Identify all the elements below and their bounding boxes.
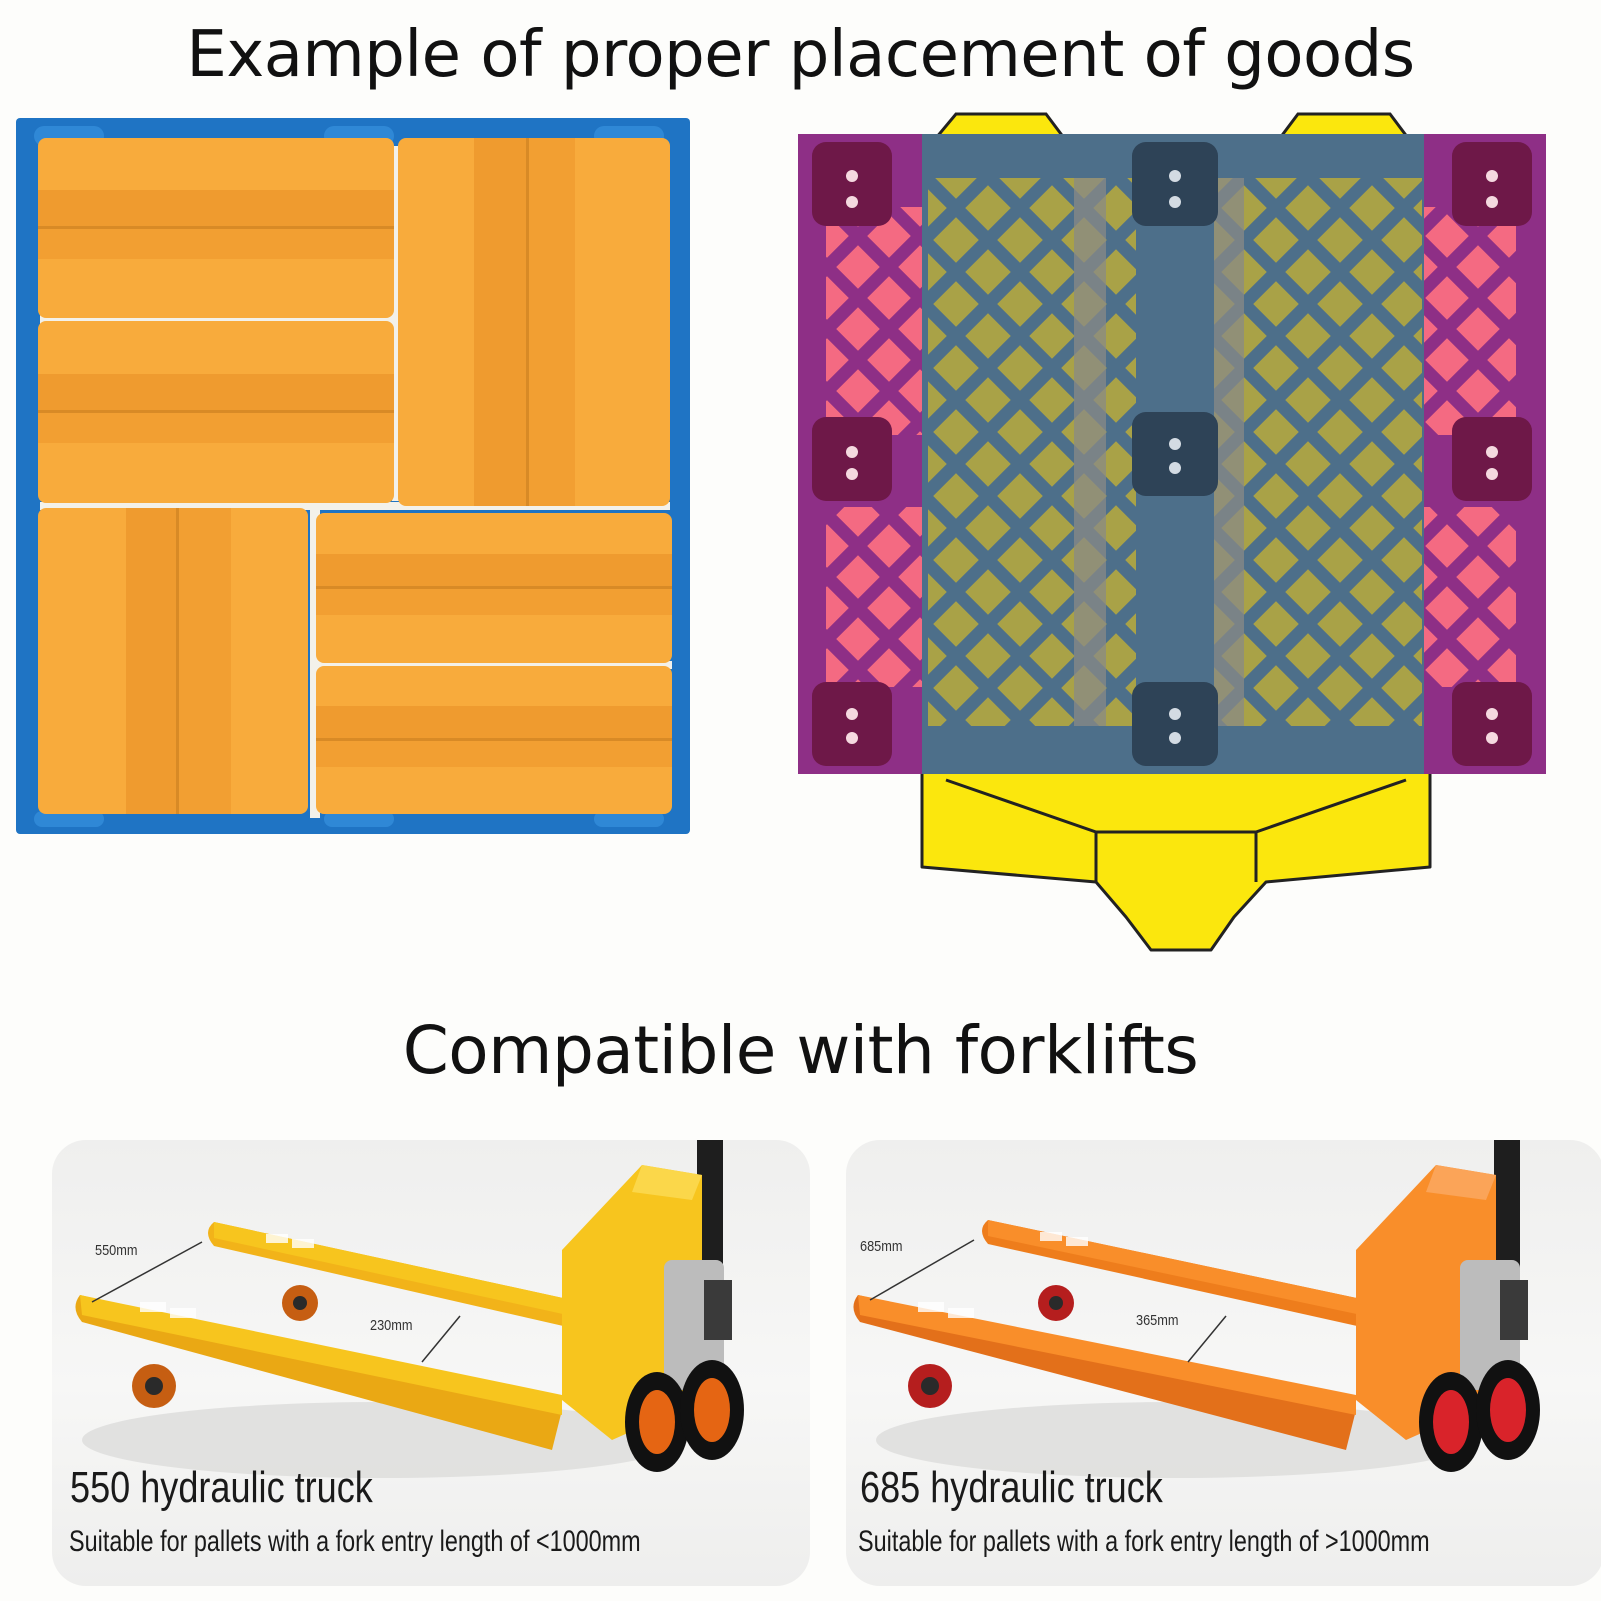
- fork-width-label: 685mm: [860, 1238, 903, 1255]
- truck-title: 685 hydraulic truck: [860, 1463, 1163, 1512]
- pallet-on-forklift-icon: [798, 112, 1546, 952]
- truck-title: 550 hydraulic truck: [70, 1463, 373, 1512]
- pallet-jack-icon: [75, 1140, 744, 1478]
- truck-card-550: 550mm 230mm 550 hydraulic truck Suitable…: [52, 1140, 810, 1586]
- fork-spacing-label: 230mm: [370, 1317, 413, 1334]
- truck-description: Suitable for pallets with a fork entry l…: [858, 1525, 1430, 1558]
- pallet-with-boxes-icon: [16, 118, 690, 834]
- fork-spacing-label: 365mm: [1136, 1312, 1179, 1329]
- fork-width-label: 550mm: [95, 1242, 138, 1259]
- pallet-jack-icon: [853, 1140, 1540, 1478]
- truck-card-685: 685mm 365mm 685 hydraulic truck Suitable…: [846, 1140, 1601, 1586]
- truck-description: Suitable for pallets with a fork entry l…: [69, 1525, 641, 1558]
- placement-heading: Example of proper placement of goods: [186, 18, 1415, 92]
- forklifts-heading: Compatible with forklifts: [402, 1012, 1199, 1089]
